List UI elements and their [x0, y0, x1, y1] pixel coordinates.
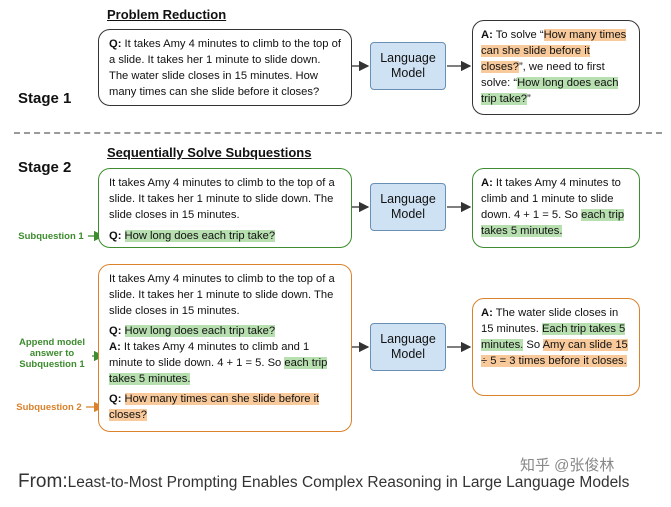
a-prefix: A: — [481, 307, 493, 319]
q-prefix: Q: — [109, 38, 122, 50]
stage2-label: Stage 2 — [18, 159, 72, 176]
stage2a-language-model: Language Model — [370, 183, 446, 231]
stage2b-answer-text1: The water slide closes in 15 minutes. — [481, 307, 619, 335]
a-prefix: A: — [481, 177, 493, 189]
stage1-answer-box: A: To solve “How many times can she slid… — [472, 20, 640, 115]
model-label: Language Model — [380, 192, 436, 221]
model-label: Language Model — [380, 51, 436, 80]
stage2a-context: It takes Amy 4 minutes to climb to the t… — [109, 177, 335, 221]
stage2b-q2-highlight: How many times can she slide before it c… — [109, 393, 320, 421]
problem-reduction-heading: Problem Reduction — [107, 7, 227, 22]
stage2b-question-box: It takes Amy 4 minutes to climb to the t… — [98, 264, 352, 432]
stage1-language-model: Language Model — [370, 42, 446, 90]
a-prefix: A: — [481, 29, 493, 41]
watermark: 知乎 @张俊林 — [520, 457, 615, 474]
subquestion2-label: Subquestion 2 — [16, 402, 82, 413]
footer-title: Least-to-Most Prompting Enables Complex … — [67, 474, 630, 491]
stage1-question-text: It takes Amy 4 minutes to climb to the t… — [109, 38, 341, 98]
q-prefix: Q: — [109, 393, 122, 405]
q-prefix: Q: — [109, 230, 122, 242]
footer-citation: From:Least-to-Most Prompting Enables Com… — [18, 471, 629, 493]
sequential-heading: Sequentially Solve Subquestions — [107, 145, 312, 160]
a-prefix: A: — [109, 341, 121, 353]
model-label: Language Model — [380, 332, 436, 361]
stage2b-q1-highlight: How long does each trip take? — [124, 325, 276, 337]
stage2a-question-highlight: How long does each trip take? — [124, 230, 276, 242]
stage2b-context: It takes Amy 4 minutes to climb to the t… — [109, 273, 335, 317]
stage1-answer-text2: ”, we need to first solve: “ — [481, 61, 605, 89]
stage2b-a1-text: It takes Amy 4 minutes to climb and 1 mi… — [109, 341, 310, 369]
stage2b-language-model: Language Model — [370, 323, 446, 371]
stage2a-answer-text: It takes Amy 4 minutes to climb and 1 mi… — [481, 177, 621, 221]
stage-divider — [14, 132, 662, 134]
append-answer-label: Append model answer to Subquestion 1 — [19, 337, 85, 370]
stage1-answer-text1: To solve “ — [495, 29, 544, 41]
footer-from: From: — [18, 471, 68, 492]
stage2a-question-box: It takes Amy 4 minutes to climb to the t… — [98, 168, 352, 248]
subquestion1-label: Subquestion 1 — [18, 231, 84, 242]
stage2b-answer-box: A: The water slide closes in 15 minutes.… — [472, 298, 640, 396]
stage1-answer-text3: ” — [527, 93, 531, 105]
q-prefix: Q: — [109, 325, 122, 337]
stage1-question-box: Q: It takes Amy 4 minutes to climb to th… — [98, 29, 352, 106]
stage2a-answer-box: A: It takes Amy 4 minutes to climb and 1… — [472, 168, 640, 248]
stage2b-answer-text2: So — [526, 339, 541, 351]
stage1-label: Stage 1 — [18, 90, 72, 107]
